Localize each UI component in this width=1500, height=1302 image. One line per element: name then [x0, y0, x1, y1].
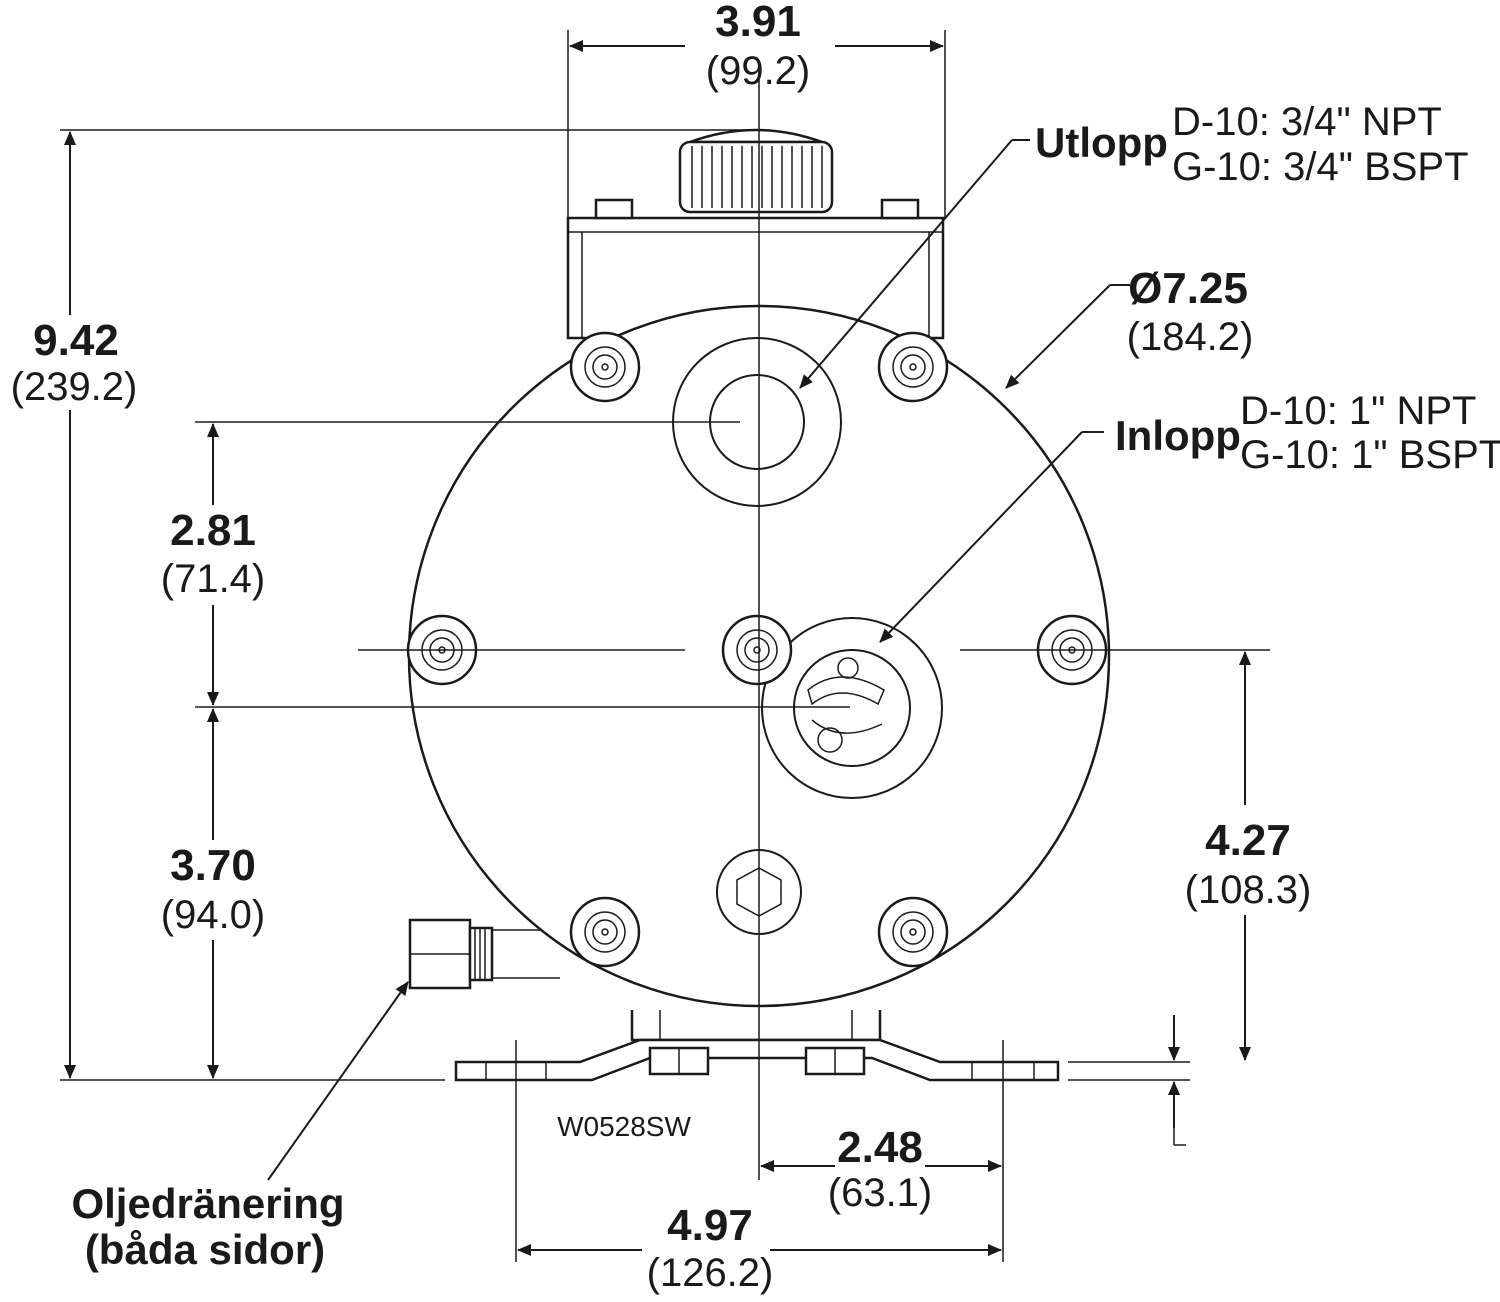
top-tab-right	[880, 198, 920, 220]
dim-width-top-inch: 3.91	[715, 0, 801, 46]
dim-diameter: Ø7.25 (184.2)	[1127, 264, 1254, 359]
inlet-callout: Inlopp D-10: 1" NPT G-10: 1" BSPT	[1115, 389, 1500, 477]
dim-center-to-base-mm: (94.0)	[161, 893, 266, 937]
dimension-lines	[64, 40, 1251, 1256]
dim-inlet-height: 4.27 (108.3)	[1185, 816, 1312, 912]
inlet-port	[761, 617, 943, 799]
dim-center-to-base: 3.70 (94.0)	[161, 841, 266, 937]
dim-height-total: 9.42 (239.2)	[11, 316, 138, 409]
dim-width-top: 3.91 (99.2)	[706, 0, 811, 93]
dim-diameter-inch: Ø7.25	[1128, 264, 1248, 313]
inlet-spec-2: G-10: 1" BSPT	[1240, 433, 1500, 477]
outlet-spec-1: D-10: 3/4" NPT	[1172, 100, 1442, 144]
dim-foot-span-mm: (126.2)	[647, 1251, 774, 1295]
dim-inlet-height-mm: (108.3)	[1185, 868, 1312, 912]
dim-center-to-base-inch: 3.70	[170, 841, 256, 890]
pedestal	[630, 1010, 882, 1042]
bolts	[406, 331, 1108, 968]
bolt	[569, 331, 641, 403]
dim-width-top-mm: (99.2)	[706, 49, 811, 93]
dim-diameter-mm: (184.2)	[1127, 315, 1254, 359]
base-foot	[454, 1038, 1060, 1082]
dim-foot-half-mm: (63.1)	[828, 1171, 933, 1215]
dim-foot-span-inch: 4.97	[667, 1201, 753, 1250]
drain-callout: Oljedränering (båda sidor)	[71, 1180, 344, 1273]
inlet-spec-1: D-10: 1" NPT	[1240, 389, 1476, 433]
leader-lines	[267, 139, 1130, 1181]
oil-drain-fitting	[408, 918, 560, 990]
outlet-label: Utlopp	[1035, 119, 1168, 166]
bolt	[569, 896, 641, 968]
bolt	[877, 331, 949, 403]
dim-outlet-to-center-inch: 2.81	[170, 506, 256, 555]
dim-inlet-height-inch: 4.27	[1205, 816, 1291, 865]
dim-height-total-inch: 9.42	[33, 316, 119, 365]
dim-height-total-mm: (239.2)	[11, 365, 138, 409]
outlet-spec-2: G-10: 3/4" BSPT	[1172, 145, 1469, 189]
center-lines	[60, 30, 1270, 1262]
bolt	[877, 896, 949, 968]
dim-foot-span: 4.97 (126.2)	[647, 1201, 774, 1295]
top-tab-left	[594, 198, 634, 220]
filler-cap	[678, 128, 834, 214]
outlet-callout: Utlopp D-10: 3/4" NPT G-10: 3/4" BSPT	[1035, 100, 1469, 189]
drain-label-line-2: (båda sidor)	[85, 1226, 325, 1273]
bolt	[721, 614, 793, 686]
drawing-code: W0528SW	[557, 1111, 691, 1142]
dim-foot-half-inch: 2.48	[837, 1123, 923, 1172]
dim-foot-half: 2.48 (63.1)	[828, 1123, 933, 1215]
dim-outlet-to-center-mm: (71.4)	[161, 557, 266, 601]
dim-outlet-to-center: 2.81 (71.4)	[161, 506, 266, 601]
inlet-label: Inlopp	[1115, 412, 1241, 459]
drain-label-line-1: Oljedränering	[71, 1180, 344, 1227]
